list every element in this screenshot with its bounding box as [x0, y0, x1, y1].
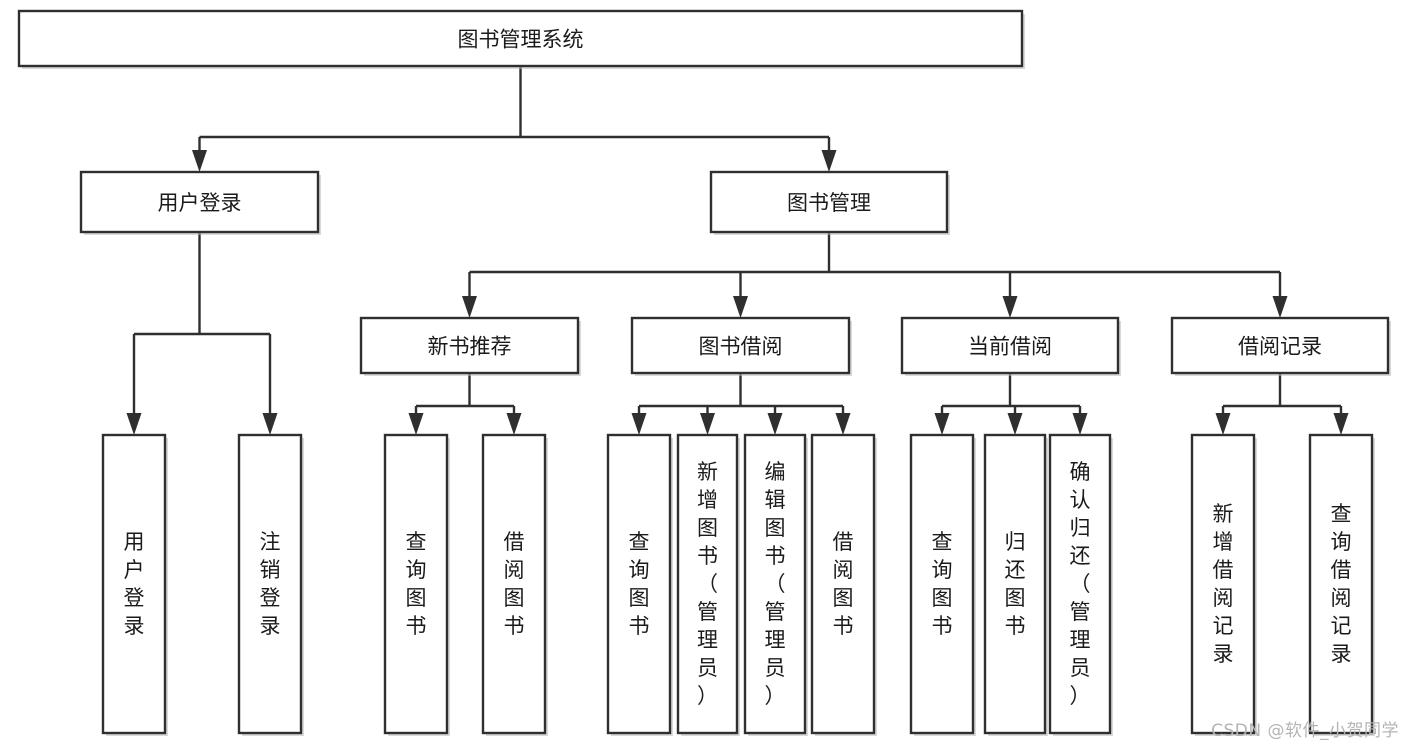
node-leaf-add-book[interactable]: 新增图书（管理员）: [676, 433, 740, 736]
node-leaf-query-record[interactable]: 查询借阅记录: [1308, 433, 1375, 736]
node-label: 图书管理系统: [458, 28, 584, 52]
node-new-book-rec[interactable]: 新书推荐: [359, 316, 581, 376]
node-label: 编辑图书（管理员）: [765, 460, 786, 708]
arrow-head-icon: [1333, 413, 1349, 435]
node-label: 查询图书: [406, 530, 427, 638]
node-label: 查询借阅记录: [1331, 502, 1352, 666]
arrow-head-icon: [767, 413, 783, 435]
arrow-head-icon: [506, 413, 522, 435]
node-borrow-record[interactable]: 借阅记录: [1170, 316, 1391, 376]
node-box[interactable]: [383, 433, 449, 735]
node-box[interactable]: [676, 433, 739, 735]
node-box[interactable]: [79, 170, 320, 234]
node-label: 借阅图书: [833, 530, 854, 638]
node-user-login[interactable]: 用户登录: [79, 170, 321, 235]
node-box[interactable]: [481, 433, 547, 735]
node-root[interactable]: 图书管理系统: [17, 9, 1025, 69]
node-label: 借阅图书: [504, 530, 525, 638]
edges-layer: [126, 66, 1349, 435]
node-label: 查询图书: [629, 530, 650, 638]
node-box[interactable]: [709, 170, 949, 234]
arrow-head-icon: [1002, 296, 1018, 318]
arrow-head-icon: [262, 413, 278, 435]
node-leaf-edit-book[interactable]: 编辑图书（管理员）: [743, 433, 808, 736]
node-label: 用户登录: [124, 530, 145, 638]
arrow-head-icon: [462, 296, 477, 318]
arrow-head-icon: [126, 413, 142, 435]
node-box[interactable]: [1048, 433, 1112, 735]
node-label: 借阅记录: [1238, 335, 1322, 359]
node-label: 图书借阅: [699, 335, 783, 359]
arrow-head-icon: [192, 150, 207, 172]
arrow-head-icon: [1072, 413, 1088, 435]
node-leaf-query-book-3[interactable]: 查询图书: [909, 433, 976, 736]
arrow-head-icon: [835, 413, 851, 435]
node-book-manage[interactable]: 图书管理: [709, 170, 950, 235]
node-label: 新增借阅记录: [1213, 502, 1234, 666]
node-label: 新书推荐: [428, 335, 512, 359]
node-box[interactable]: [743, 433, 807, 735]
nodes-layer: 图书管理系统用户登录图书管理新书推荐图书借阅当前借阅借阅记录用户登录注销登录查询…: [17, 9, 1391, 736]
node-box[interactable]: [810, 433, 876, 735]
arrow-head-icon: [408, 413, 424, 435]
node-label: 查询图书: [932, 530, 953, 638]
node-label: 图书管理: [787, 191, 871, 215]
node-label: 当前借阅: [968, 335, 1052, 359]
node-box[interactable]: [1190, 433, 1256, 735]
node-leaf-borrow-book-2[interactable]: 借阅图书: [810, 433, 877, 736]
node-book-borrow[interactable]: 图书借阅: [630, 316, 852, 376]
node-box[interactable]: [1308, 433, 1374, 735]
arrow-head-icon: [934, 413, 950, 435]
arrow-head-icon: [821, 150, 837, 172]
node-leaf-borrow-book-1[interactable]: 借阅图书: [481, 433, 548, 736]
arrow-head-icon: [1272, 296, 1288, 318]
node-leaf-user-login[interactable]: 用户登录: [101, 433, 168, 736]
arrow-head-icon: [700, 413, 715, 435]
node-leaf-user-logout[interactable]: 注销登录: [237, 433, 304, 736]
arrow-head-icon: [733, 296, 748, 318]
node-box[interactable]: [101, 433, 167, 735]
node-label: 用户登录: [158, 191, 242, 215]
node-leaf-return-book[interactable]: 归还图书: [983, 433, 1048, 736]
node-leaf-query-book-2[interactable]: 查询图书: [606, 433, 673, 736]
node-box[interactable]: [237, 433, 303, 735]
node-box[interactable]: [17, 9, 1024, 68]
node-label: 新增图书（管理员）: [697, 460, 718, 708]
node-box[interactable]: [983, 433, 1047, 735]
arrow-head-icon: [1215, 413, 1231, 435]
node-current-borrow[interactable]: 当前借阅: [900, 316, 1121, 376]
node-label: 确认归还（管理员）: [1070, 460, 1091, 708]
node-leaf-confirm-return[interactable]: 确认归还（管理员）: [1048, 433, 1113, 736]
node-label: 注销登录: [260, 530, 281, 638]
node-leaf-query-book-1[interactable]: 查询图书: [383, 433, 450, 736]
arrow-head-icon: [1007, 413, 1023, 435]
node-box[interactable]: [359, 316, 580, 375]
node-label: 归还图书: [1005, 530, 1026, 638]
node-box[interactable]: [630, 316, 851, 375]
node-box[interactable]: [606, 433, 672, 735]
node-box[interactable]: [900, 316, 1120, 375]
node-box[interactable]: [909, 433, 975, 735]
node-leaf-add-record[interactable]: 新增借阅记录: [1190, 433, 1257, 736]
node-box[interactable]: [1170, 316, 1390, 375]
arrow-head-icon: [631, 413, 647, 435]
